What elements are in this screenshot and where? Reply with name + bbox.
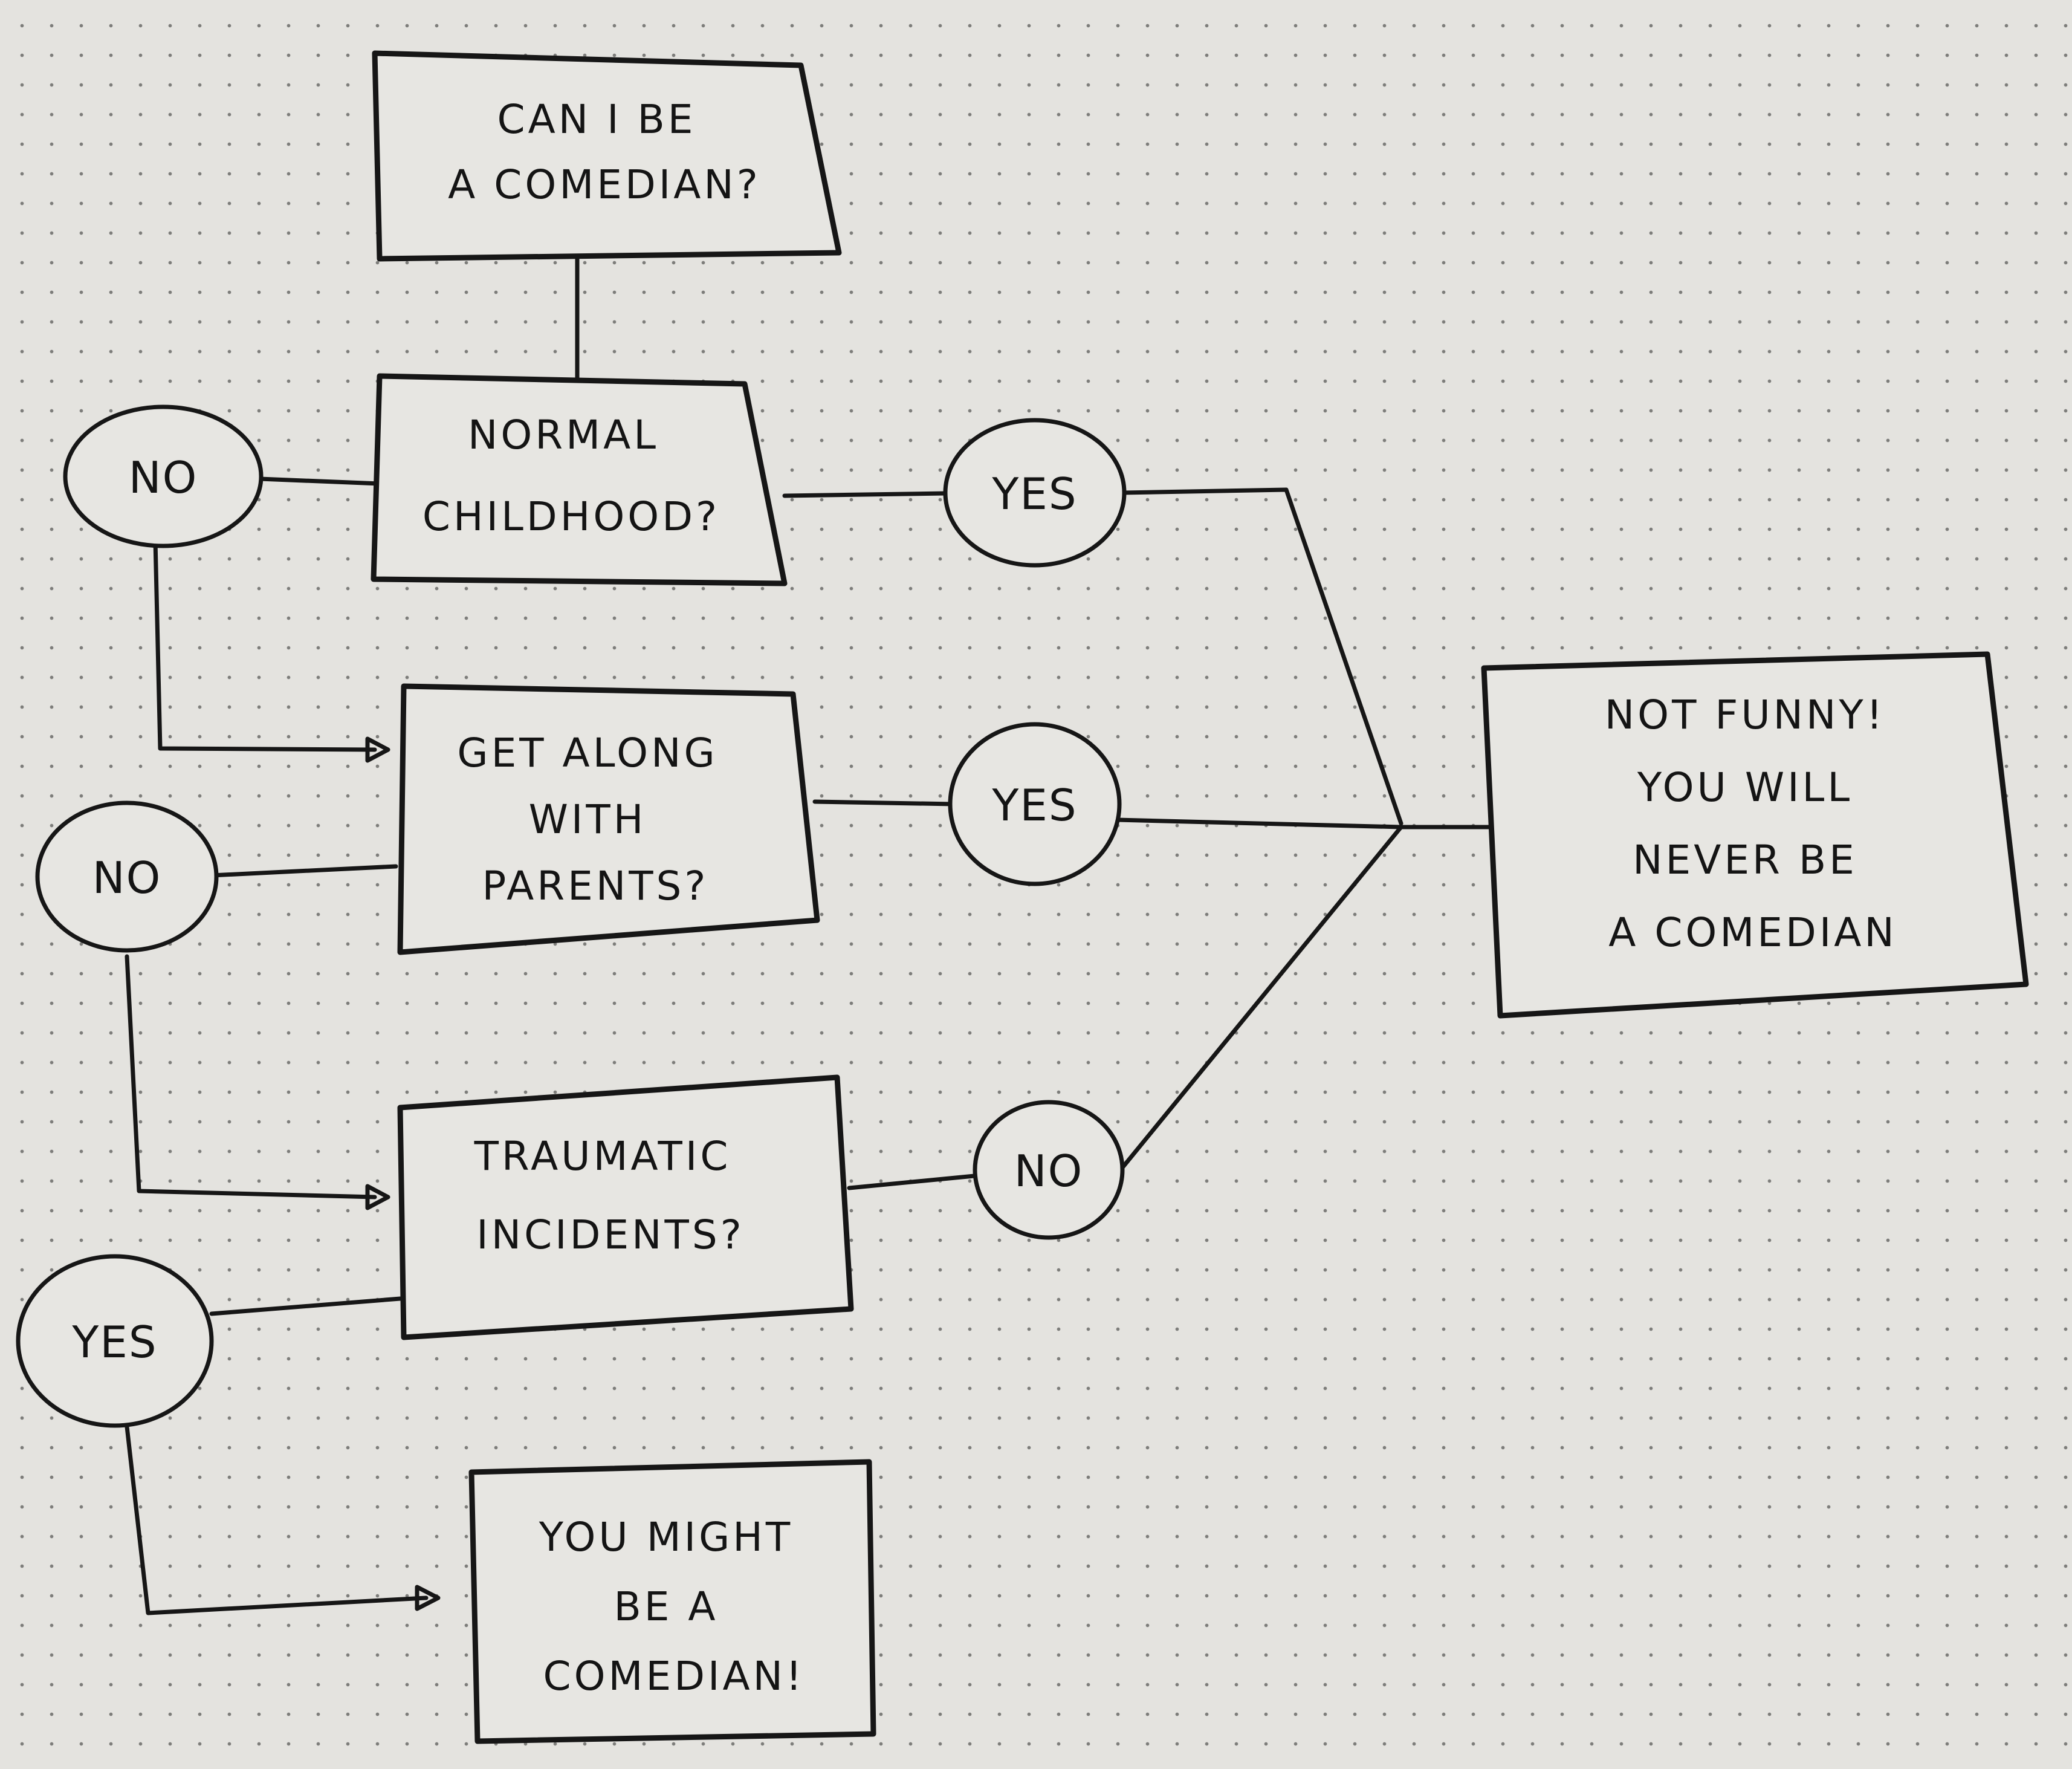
box-get-along-parents: GET ALONG WITH PARENTS?: [397, 683, 820, 955]
connector-childhood-to-yes1: [782, 491, 948, 498]
connector-traumatic-to-no3: [847, 1173, 977, 1190]
box-traumatic-incidents-text: TRAUMATIC INCIDENTS?: [474, 1133, 747, 1258]
bubble-no-2-outline: [35, 800, 219, 953]
arrowhead-to-traumatic: [365, 1184, 390, 1210]
box-might-be-comedian: YOU MIGHT BE A COMEDIAN!: [468, 1459, 876, 1744]
box-start-outline: [372, 50, 842, 262]
bubble-no-3-label: NO: [1014, 1146, 1084, 1196]
bubble-no-3: NO: [973, 1100, 1125, 1240]
arrowheads: [365, 736, 441, 1611]
bubble-no-1: NO: [63, 404, 264, 548]
box-get-along-parents-text: GET ALONG WITH PARENTS?: [457, 730, 733, 909]
connector-yes2-to-merge: [1115, 817, 1495, 829]
bubble-yes-3-label: YES: [71, 1317, 157, 1368]
box-traumatic-incidents: TRAUMATIC INCIDENTS?: [397, 1074, 854, 1340]
box-not-funny: NOT FUNNY! YOU WILL NEVER BE A COMEDIAN: [1481, 651, 2029, 1019]
arrowhead-to-parents: [365, 736, 390, 763]
bubble-yes-3: YES: [16, 1254, 214, 1428]
box-not-funny-text: NOT FUNNY! YOU WILL NEVER BE A COMEDIAN: [1605, 692, 1901, 956]
arrowhead-to-result: [415, 1585, 441, 1611]
bubble-yes-1: YES: [943, 418, 1127, 568]
bubble-no-2: NO: [35, 800, 219, 953]
box-normal-childhood-outline: [371, 373, 788, 586]
bubble-yes-2: YES: [948, 722, 1122, 886]
box-normal-childhood: NORMAL CHILDHOOD?: [371, 373, 788, 586]
bubble-yes-2-outline: [948, 722, 1122, 886]
connector-no2-to-traumatic: [125, 954, 377, 1199]
box-traumatic-incidents-outline: [397, 1074, 854, 1340]
bubble-no-1-label: NO: [129, 452, 198, 503]
bubble-no-2-label: NO: [92, 852, 162, 903]
connector-no2-to-parents: [209, 864, 398, 878]
box-normal-childhood-text: NORMAL CHILDHOOD?: [422, 412, 720, 540]
bubble-yes-3-outline: [16, 1254, 214, 1428]
bubble-yes-1-label: YES: [991, 469, 1077, 519]
connectors: [125, 255, 1495, 1615]
box-might-be-comedian-outline: [468, 1459, 876, 1744]
box-start-text: CAN I BE A COMEDIAN?: [448, 96, 761, 208]
bubble-yes-2-label: YES: [991, 780, 1077, 831]
bubble-no-3-outline: [973, 1100, 1125, 1240]
connector-yes3-to-result: [125, 1424, 429, 1615]
bubble-no-1-outline: [63, 404, 264, 548]
connector-no3-to-merge: [1121, 825, 1403, 1169]
connector-no1-to-parents: [153, 539, 377, 752]
connector-yes3-to-traumatic: [209, 1296, 403, 1316]
box-not-funny-outline: [1481, 651, 2029, 1019]
connector-yes1-to-merge: [1121, 487, 1403, 826]
connector-parents-to-yes2: [812, 799, 956, 807]
connector-no1-to-childhood: [257, 476, 382, 486]
box-might-be-comedian-text: YOU MIGHT BE A COMEDIAN!: [539, 1514, 809, 1699]
box-start: CAN I BE A COMEDIAN?: [372, 50, 842, 262]
bubble-yes-1-outline: [943, 418, 1127, 568]
box-get-along-parents-outline: [397, 683, 820, 955]
